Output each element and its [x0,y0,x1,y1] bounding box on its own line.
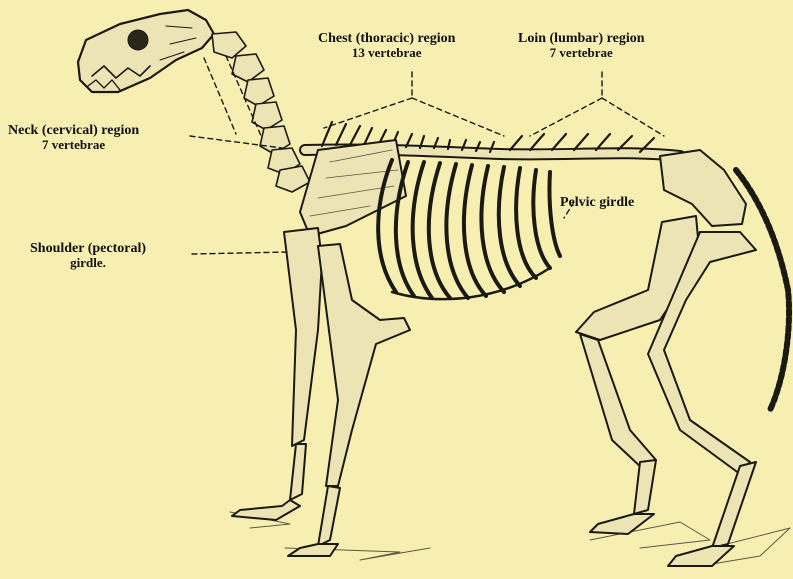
label-chest-region: Chest (thoracic) region 13 vertebrae [318,32,455,60]
label-neck-region: Neck (cervical) region 7 vertebrae [8,124,139,152]
label-loin-title: Loin (lumbar) region [518,32,645,46]
label-pelvic-girdle: Pelvic girdle [560,196,634,210]
label-loin-region: Loin (lumbar) region 7 vertebrae [518,32,645,60]
label-chest-title: Chest (thoracic) region [318,32,455,46]
label-loin-count: 7 vertebrae [518,46,645,60]
label-shoulder-line2: girdle. [30,256,146,270]
label-shoulder-girdle: Shoulder (pectoral) girdle. [30,242,146,270]
label-neck-count: 7 vertebrae [8,138,139,152]
label-pelvic-title: Pelvic girdle [560,196,634,210]
label-shoulder-title: Shoulder (pectoral) [30,242,146,256]
label-neck-title: Neck (cervical) region [8,124,139,138]
label-chest-count: 13 vertebrae [318,46,455,60]
